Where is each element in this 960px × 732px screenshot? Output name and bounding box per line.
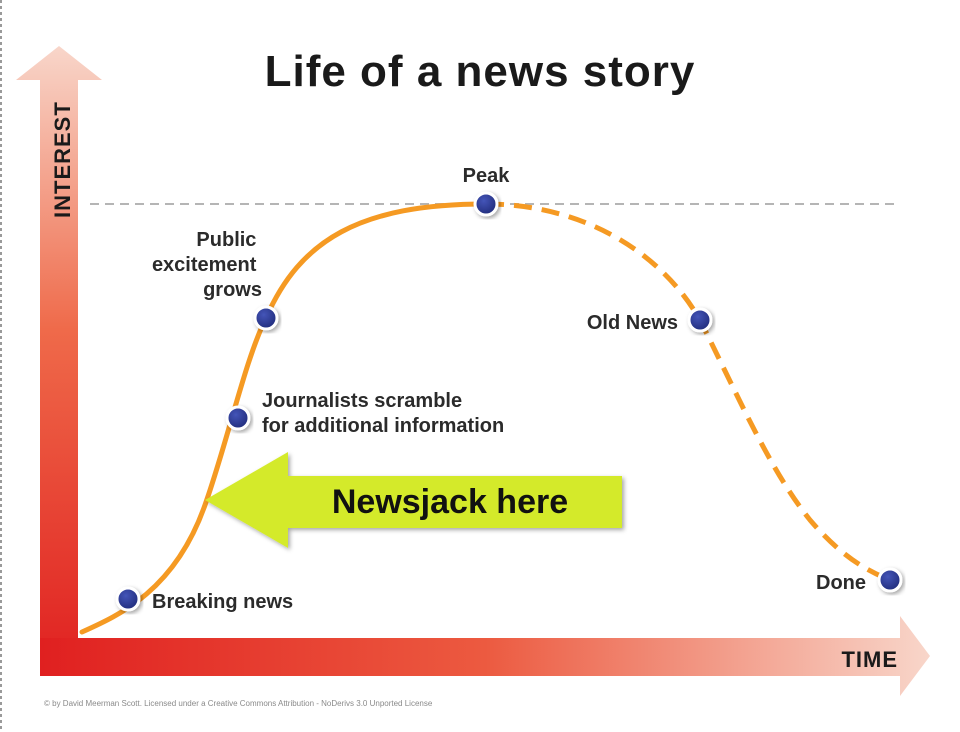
milestone-dot-old	[687, 307, 713, 333]
milestone-dot-peak	[473, 191, 499, 217]
milestone-label-journalists: Journalists scramble for additional info…	[262, 390, 504, 437]
milestone-label-old: Old News	[587, 312, 678, 334]
milestone-label-peak: Peak	[463, 165, 511, 187]
y-axis-label: INTEREST	[50, 101, 75, 218]
newsjack-callout	[205, 452, 622, 548]
rising-curve	[79, 201, 489, 635]
milestone-dot-journalists	[225, 405, 251, 431]
milestone-label-public: Public excitement grows	[152, 229, 262, 301]
milestone-dot-breaking	[115, 586, 141, 612]
x-axis-arrow	[40, 616, 930, 696]
falling-curve	[485, 201, 891, 583]
newsjack-label: Newsjack here	[332, 483, 568, 521]
x-axis-label: TIME	[841, 647, 898, 672]
milestone-label-done: Done	[816, 572, 866, 594]
milestone-label-breaking: Breaking news	[152, 591, 293, 613]
milestone-dots	[115, 191, 903, 612]
y-axis-arrow	[16, 46, 102, 676]
newsjack-arrow-shape	[205, 452, 622, 548]
milestone-dot-done	[877, 567, 903, 593]
credit-text: © by David Meerman Scott. Licensed under…	[44, 699, 433, 708]
chart-title: Life of a news story	[265, 47, 696, 96]
milestone-dot-public	[253, 305, 279, 331]
left-border	[0, 0, 4, 732]
